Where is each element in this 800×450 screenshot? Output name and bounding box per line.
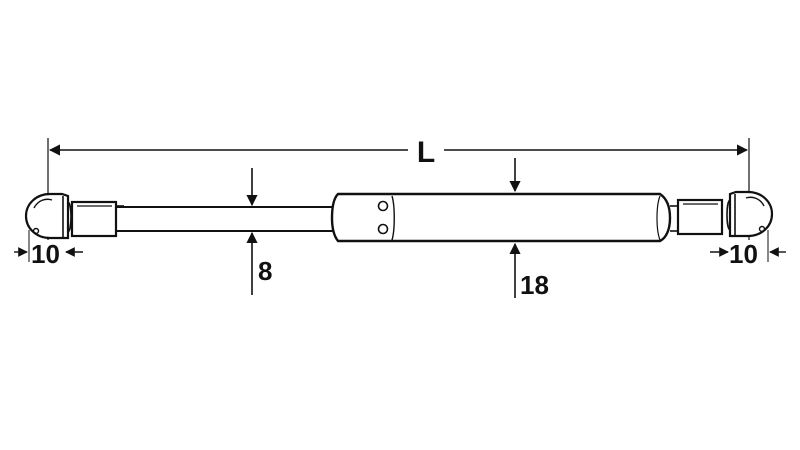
body-hole-bottom [377, 223, 389, 235]
right-end-cap [670, 198, 724, 236]
cylinder-body [330, 192, 672, 243]
body-hole-top [377, 200, 389, 212]
right-socket-hole [758, 225, 766, 233]
rod-diameter-label: 8 [258, 256, 272, 286]
overall-length-dimension: L [47, 136, 750, 240]
rod-diameter-dimension: 8 [226, 168, 300, 295]
body-diameter-label: 18 [520, 270, 549, 300]
body-diameter-dimension: 18 [509, 158, 549, 300]
right-fitting-label: 10 [729, 239, 758, 269]
left-socket-hole [32, 227, 40, 235]
left-ball-socket [24, 192, 72, 240]
right-fitting-dimension: 10 [710, 230, 786, 269]
length-label: L [417, 136, 435, 169]
right-ball-socket [726, 190, 774, 238]
piston-rod [116, 206, 335, 232]
left-fitting-dimension: 10 [14, 230, 83, 269]
left-fitting-label: 10 [31, 239, 60, 269]
